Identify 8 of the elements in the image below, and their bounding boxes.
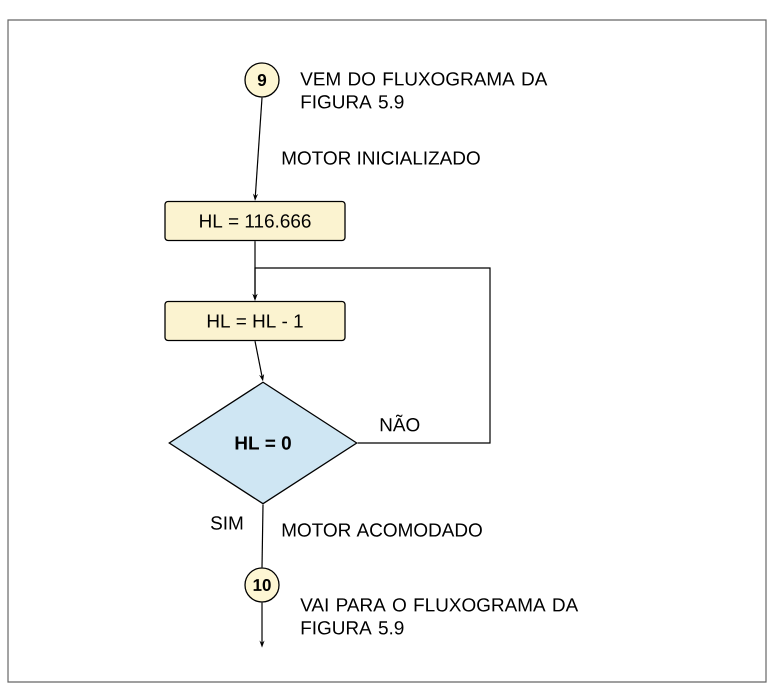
connector-note: VAI PARA O FLUXOGRAMA DA FIGURA 5.9 [300,598,578,634]
process-box: HL = HL - 1 [164,300,346,342]
edge-label: MOTOR INICIALIZADO [280,150,482,166]
connector-note: VEM DO FLUXOGRAMA DA FIGURA 5.9 [300,72,548,109]
process-box: HL = 116.666 [164,200,346,242]
flow-note: MOTOR ACOMODADO [282,523,482,537]
edge-label: NÃO [378,414,422,432]
edge-label: SIM [209,515,245,531]
